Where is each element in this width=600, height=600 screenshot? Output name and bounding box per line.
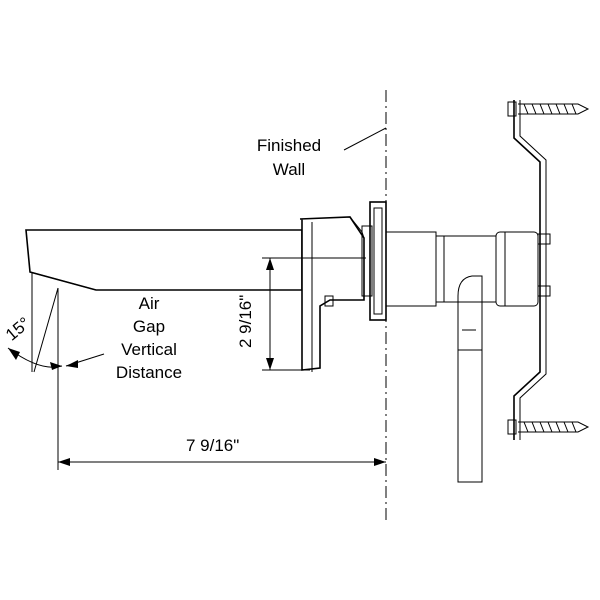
finished-wall-leader bbox=[343, 127, 387, 151]
bottom-screw-shaft bbox=[518, 421, 590, 433]
faucet-body bbox=[299, 216, 365, 371]
horizontal-dim-arrow-left bbox=[58, 458, 70, 466]
angle-slope-line bbox=[33, 287, 59, 373]
vertical-dimension-label: 2 9/16" bbox=[236, 294, 255, 348]
body-set-screw bbox=[324, 295, 334, 307]
valve-sleeve bbox=[385, 231, 437, 307]
horizontal-dimension-label: 7 9/16" bbox=[186, 436, 240, 455]
wall-flange-inner bbox=[373, 207, 383, 315]
top-screw-thread bbox=[523, 103, 577, 115]
air-gap-line4: Distance bbox=[115, 363, 183, 382]
air-gap-label: Air Gap Vertical Distance bbox=[104, 294, 194, 383]
air-gap-line3: Vertical bbox=[121, 340, 177, 359]
air-gap-leader-arrow bbox=[66, 360, 78, 368]
supply-pipe bbox=[457, 275, 483, 483]
flange-plate bbox=[361, 225, 373, 297]
valve-cap bbox=[495, 231, 539, 307]
finished-wall-label: Finished Wall bbox=[244, 136, 334, 180]
mounting-bracket-back bbox=[519, 100, 547, 440]
angle-arrow-left bbox=[8, 348, 20, 360]
spout bbox=[25, 229, 303, 291]
spout-lower-edge bbox=[29, 271, 97, 291]
mount-bolt-bottom bbox=[537, 285, 551, 297]
bottom-screw-head bbox=[507, 419, 517, 435]
mount-bolt-top bbox=[537, 233, 551, 245]
angle-arrow-right bbox=[50, 362, 62, 370]
vertical-dim-arrow-top bbox=[266, 258, 274, 270]
top-screw-head bbox=[507, 101, 517, 117]
valve-body bbox=[435, 235, 497, 303]
finished-wall-line2: Wall bbox=[272, 160, 306, 179]
air-gap-line1: Air bbox=[138, 294, 160, 313]
mounting-bracket bbox=[513, 100, 541, 440]
finished-wall-line1: Finished bbox=[256, 136, 322, 155]
vertical-dim-arrow-bottom bbox=[266, 358, 274, 370]
bottom-screw-thread bbox=[523, 421, 577, 433]
horizontal-dim-arrow-right bbox=[374, 458, 386, 466]
top-screw-shaft bbox=[518, 103, 590, 115]
air-gap-line2: Gap bbox=[132, 317, 166, 336]
